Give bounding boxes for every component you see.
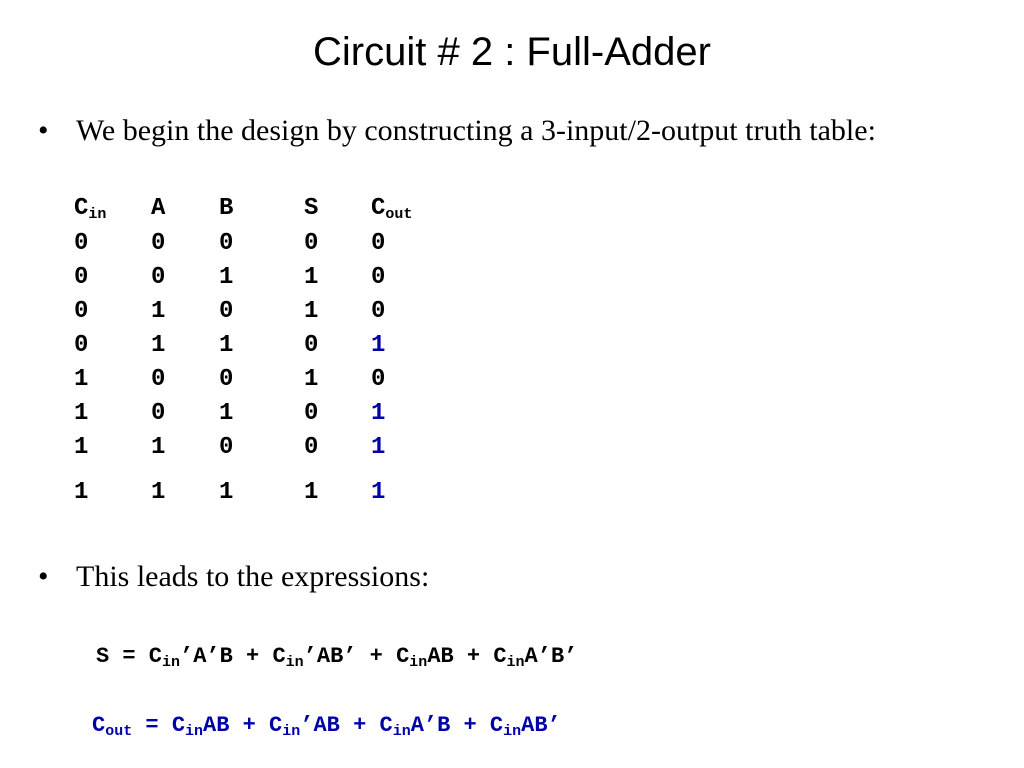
expression-term: S = C: [96, 644, 163, 669]
table-cell: 1: [371, 479, 386, 506]
table-row: 0 1 1 0 1: [62, 328, 451, 362]
expression-term: C: [92, 713, 106, 738]
table-cell: 0: [219, 229, 234, 257]
table-row: 0 0 0 0 0: [62, 226, 451, 260]
table-cell: 1: [74, 365, 89, 393]
table-row: 1 0 1 0 1: [62, 396, 451, 430]
expression-term: = C: [132, 713, 186, 738]
table-cell: 1: [219, 331, 234, 359]
table-cell: 1: [74, 433, 89, 461]
column-header: B: [219, 194, 234, 222]
truth-table-header: Cin A B S Cout: [62, 190, 451, 226]
table-cell: 0: [219, 297, 234, 325]
expression-term: AB + C: [203, 713, 283, 738]
table-cell: 1: [151, 479, 166, 506]
subscript: in: [392, 723, 411, 740]
table-cell: 0: [219, 433, 234, 461]
bullet-text: This leads to the expressions:: [76, 560, 430, 593]
table-cell: 0: [74, 263, 89, 291]
table-row: 1 1 0 0 1: [62, 430, 451, 464]
table-cell: 0: [151, 263, 166, 291]
bullet-marker: •: [38, 560, 49, 593]
table-cell: 0: [304, 331, 319, 359]
bullet-marker: •: [38, 114, 49, 147]
bullet-truth-table: • We begin the design by constructing a 3…: [38, 113, 876, 149]
table-cell: 0: [371, 229, 386, 257]
table-cell: 1: [151, 433, 166, 461]
table-row: 1 0 0 1 0: [62, 362, 451, 396]
expression-term: AB’: [521, 713, 561, 738]
subscript: in: [503, 723, 522, 740]
table-cell: 0: [151, 399, 166, 427]
expression-term: ’AB + C: [300, 713, 393, 738]
subscript: in: [282, 723, 301, 740]
subscript: out: [105, 723, 133, 740]
subscript: in: [506, 654, 525, 671]
subscript: in: [285, 654, 304, 671]
table-cell: 0: [74, 297, 89, 325]
table-cell: 1: [74, 399, 89, 427]
column-header: S: [304, 194, 319, 222]
table-cell: 1: [371, 433, 386, 461]
table-cell: 1: [304, 365, 319, 393]
expression-term: AB + C: [427, 644, 507, 669]
table-row: 1 1 1 1 1: [62, 464, 451, 506]
table-cell: 0: [304, 229, 319, 257]
table-cell: 0: [371, 263, 386, 291]
bullet-text: We begin the design by constructing a 3-…: [76, 114, 876, 147]
table-cell: 0: [74, 229, 89, 257]
table-cell: 0: [151, 365, 166, 393]
table-cell: 0: [304, 433, 319, 461]
column-header: Cout: [371, 194, 413, 223]
table-cell: 1: [304, 479, 319, 506]
table-row: 0 1 0 1 0: [62, 294, 451, 328]
table-cell: 1: [151, 297, 166, 325]
bullet-expressions: • This leads to the expressions:: [38, 559, 429, 595]
slide-title: Circuit # 2 : Full-Adder: [313, 30, 711, 74]
subscript: in: [409, 654, 428, 671]
expression-term: ’A’B + C: [180, 644, 286, 669]
carry-expression: Cout = CinAB + Cin’AB + CinA’B + CinAB’: [92, 711, 561, 741]
expression-term: ’AB’ + C: [303, 644, 410, 669]
table-cell: 1: [371, 331, 386, 359]
table-cell: 0: [74, 331, 89, 359]
column-header: Cin: [74, 194, 107, 223]
table-cell: 1: [219, 263, 234, 291]
table-cell: 0: [151, 229, 166, 257]
sum-expression: S = Cin’A’B + Cin’AB’ + CinAB + CinA’B’: [96, 642, 577, 672]
table-cell: 0: [304, 399, 319, 427]
table-cell: 1: [219, 479, 234, 506]
table-cell: 0: [371, 297, 386, 325]
table-cell: 0: [371, 365, 386, 393]
table-cell: 1: [219, 399, 234, 427]
expression-term: A’B’: [524, 644, 578, 669]
table-cell: 1: [74, 479, 89, 506]
table-cell: 1: [371, 399, 386, 427]
table-cell: 1: [151, 331, 166, 359]
table-cell: 1: [304, 263, 319, 291]
expression-term: A’B + C: [410, 713, 504, 738]
subscript: in: [162, 654, 181, 671]
table-cell: 1: [304, 297, 319, 325]
column-header: A: [151, 194, 166, 222]
table-row: 0 0 1 1 0: [62, 260, 451, 294]
subscript: in: [185, 723, 204, 740]
table-cell: 0: [219, 365, 234, 393]
